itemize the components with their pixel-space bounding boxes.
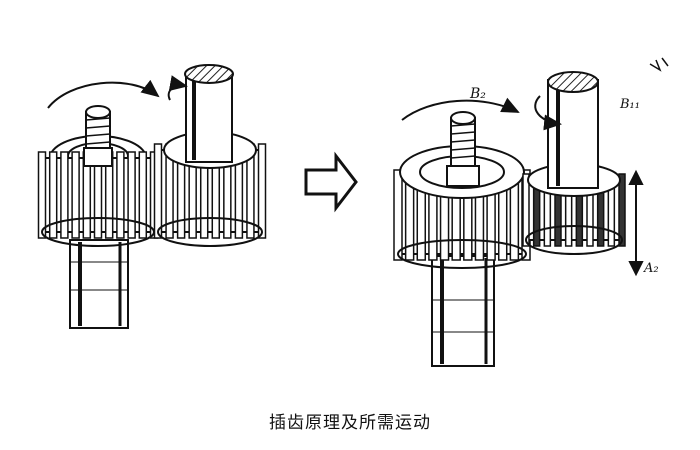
right-cutter-spindle	[431, 255, 495, 367]
gear-tooth	[116, 151, 125, 239]
figure-caption: 插齿原理及所需运动	[269, 413, 431, 433]
gear-tooth	[153, 143, 163, 239]
left-workpiece-rotation-arrow	[167, 75, 188, 101]
left-threaded-stud	[83, 105, 113, 167]
left-rotation-arrow	[47, 79, 160, 109]
vertical-motion-arrow-a2	[628, 169, 644, 277]
label-b11: B₁₁	[619, 97, 640, 112]
gear-tooth	[257, 143, 267, 239]
label-a2: A₂	[643, 261, 659, 276]
gear-tooth	[618, 173, 626, 247]
left-cutter-spindle	[69, 239, 129, 329]
label-b2: B₂	[469, 86, 486, 102]
gear-tooth	[522, 173, 530, 247]
gear-tooth	[37, 151, 47, 239]
gear-tooth	[393, 169, 403, 261]
transition-arrow	[304, 151, 358, 213]
right-assembly	[393, 71, 644, 367]
scan-mark	[649, 57, 669, 72]
gear-tooth	[71, 151, 80, 239]
gear-tooth	[60, 151, 69, 239]
right-workpiece-shaft	[547, 71, 599, 189]
left-workpiece-shaft	[184, 64, 234, 163]
right-threaded-stud	[446, 111, 480, 187]
rotation-arrow-b2	[401, 97, 520, 121]
left-assembly	[37, 64, 267, 329]
gear-tooth	[138, 151, 148, 239]
rotation-arrow-b11	[534, 95, 562, 131]
gear-tooth	[127, 151, 136, 239]
gear-tooth	[48, 151, 58, 239]
